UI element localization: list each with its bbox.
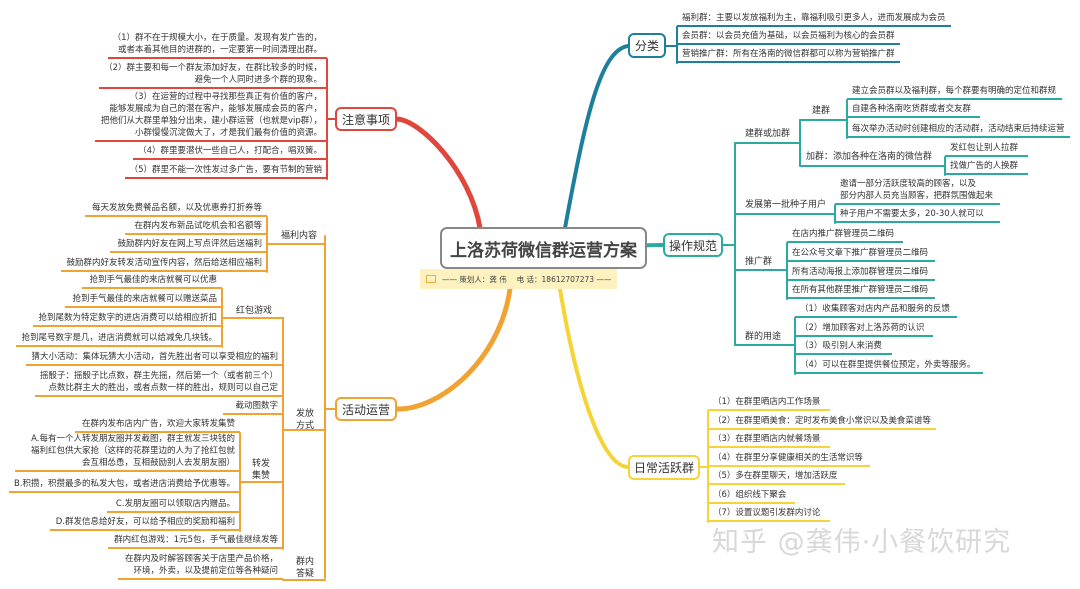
- label-promote-group[interactable]: 推广群: [745, 257, 773, 267]
- label-build-group[interactable]: 建群: [812, 106, 831, 116]
- branch-item[interactable]: （4）可以在群里提供餐位预定，外卖等服务。: [795, 359, 983, 374]
- branch-item[interactable]: 自建各种洛南吃货群或者交友群: [847, 103, 980, 118]
- branch-item[interactable]: （3）吸引别人来消费: [795, 340, 892, 355]
- branch-item[interactable]: 营销推广群：所有在洛南的微信群都可以称为营销推广群: [677, 48, 900, 63]
- connector: [221, 317, 284, 367]
- branch-item[interactable]: （7）设置议题引发群内讨论: [708, 507, 830, 522]
- connector: [558, 287, 630, 469]
- branch-item[interactable]: 抢到手气最佳的来店就餐可以赠送菜品: [65, 293, 222, 308]
- watermark: 知乎 @龚伟·小餐饮研究: [712, 527, 1012, 558]
- branch-item[interactable]: （1）群不在于规模大小，在于质量。发现有发广告的， 或者本着其他目的进群的，一定…: [107, 32, 327, 59]
- branch-item[interactable]: 在店内推广群管理员二维码: [787, 228, 903, 243]
- branch-item[interactable]: （4）群里要潜伏一些自己人，打配合，唱双簧。: [133, 145, 327, 160]
- branch-item[interactable]: （2）群主要和每一个群友添加好友，在群比较多的时候， 避免一个人同时进多个群的现…: [99, 62, 327, 89]
- label-group-qa[interactable]: 群内 答疑: [296, 557, 315, 579]
- label-redpacket-game[interactable]: 红包游戏: [236, 306, 273, 316]
- topic-categories[interactable]: 分类: [628, 33, 666, 58]
- topic-daily-activity[interactable]: 日常活跃群: [628, 455, 700, 480]
- label-seed-users[interactable]: 发展第一批种子用户: [745, 200, 827, 210]
- branch-item[interactable]: 在公众号文章下推广群管理员二维码: [787, 247, 935, 262]
- branch-item[interactable]: 邀请一部分活跃度较高的顾客，以及 部分内部人员充当顾客，把群氛围做起来: [835, 178, 1000, 205]
- branch-item[interactable]: 发红包让别人拉群: [945, 142, 1028, 157]
- branch-item[interactable]: 抢到手气最佳的来店就餐可以优惠: [82, 274, 222, 289]
- branch-item[interactable]: （3）在群里晒店内就餐场景: [708, 433, 830, 448]
- branch-item[interactable]: （4）在群里分享健康相关的生活常识等: [708, 452, 870, 467]
- branch-item[interactable]: 截动图数字: [223, 400, 283, 415]
- label-join-group[interactable]: 加群：添加各种在洛南的微信群: [806, 152, 933, 162]
- planner-note: —— 策划人：龚 伟 电 话：18612707273 ——: [420, 269, 618, 289]
- branch-item[interactable]: 群内红包游戏：1元5包，手气最佳继续发等: [108, 534, 283, 549]
- branch-item[interactable]: C.发朋友圈可以领取店内赠品。: [107, 498, 240, 513]
- branch-item[interactable]: （6）组织线下聚会: [708, 489, 795, 504]
- branch-item[interactable]: （5）多在群里聊天，增加活跃度: [708, 470, 845, 485]
- connector: [394, 286, 513, 412]
- branch-item[interactable]: 会员群：以会员充值为基础，以会员福利为核心的会员群: [677, 30, 900, 45]
- central-topic[interactable]: 上洛苏荷微信群运营方案: [440, 227, 647, 269]
- branch-item[interactable]: 在所有其他群里推广群管理员二维码: [787, 284, 935, 299]
- label-distribution-method[interactable]: 发放 方式: [296, 409, 315, 431]
- connector: [563, 44, 630, 230]
- branch-item[interactable]: 摇骰子：摇骰子比点数，群主先摇，然后第一个（或者前三个） 点数比群主大的胜出，或…: [34, 370, 283, 397]
- branch-item[interactable]: 抢到尾数为特定数字的进店消费可以给相应折扣: [33, 312, 222, 327]
- branch-item[interactable]: 每天发放免费餐品名额，以及优惠券打折券等: [85, 202, 267, 217]
- topic-notes[interactable]: 注意事项: [335, 107, 397, 131]
- branch-item[interactable]: 鼓励群内好友转发活动宣传内容，然后给送相应福利: [61, 257, 267, 272]
- branch-item[interactable]: 种子用户不需要太多，20-30人就可以: [835, 208, 1000, 223]
- topic-activities[interactable]: 活动运营: [335, 397, 397, 421]
- branch-item[interactable]: （1）在群里晒店内工作场景: [708, 396, 830, 411]
- label-welfare-content[interactable]: 福利内容: [281, 231, 318, 241]
- branch-item[interactable]: 所有活动海报上添加群管理员二维码: [787, 266, 935, 281]
- topic-operations[interactable]: 操作规范: [663, 233, 723, 257]
- branch-item[interactable]: 每次举办活动时创建相应的活动群，活动结束后持续运营: [847, 123, 1070, 138]
- branch-item[interactable]: （5）群里不能一次性发过多广告，要有节制的营销: [124, 164, 327, 179]
- label-build-or-join[interactable]: 建群或加群: [745, 129, 791, 139]
- branch-item[interactable]: 建立会员群以及福利群，每个群要有明确的定位和群规: [847, 85, 1062, 100]
- branch-item[interactable]: （3）在运营的过程中寻找那些真正有价值的客户， 能够发展成为自己的潜在客户，能够…: [95, 91, 327, 142]
- branch-item[interactable]: 在群内发布新品试吃机会和名额等: [125, 220, 267, 235]
- note-icon: [426, 275, 436, 283]
- branch-item[interactable]: （2）在群里晒美食：定时发布美食小常识以及美食菜谱等: [708, 415, 936, 430]
- branch-item[interactable]: （2）增加顾客对上洛苏荷的认识: [795, 322, 933, 337]
- branch-item[interactable]: B.积攒，积攒最多的私发大包，或者进店消费给予优惠等。: [8, 478, 240, 493]
- branch-item[interactable]: 福利群：主要以发放福利为主，靠福利吸引更多人，进而发展成为会员: [677, 12, 951, 27]
- branch-item[interactable]: 在群内及时解答顾客关于店里产品价格， 环境，外卖，以及提前定位等各种疑问: [118, 553, 283, 580]
- branch-item[interactable]: D.群发信息给好友，可以给予相应的奖励和福利: [50, 516, 240, 531]
- branch-item[interactable]: （1）收集顾客对店内产品和服务的反馈: [795, 303, 957, 318]
- connector: [394, 116, 483, 231]
- planner-contact: —— 策划人：龚 伟 电 话：18612707273 ——: [442, 274, 612, 284]
- branch-item[interactable]: 鼓励群内好友在网上写点评然后送福利: [110, 238, 267, 253]
- branch-item[interactable]: A.每有一个人转发朋友圈并发截图，群主就发三块钱的 福利红包供大家抢（这样的花群…: [15, 433, 240, 472]
- branch-item[interactable]: 抢到尾号数字是几，进店消费就可以给减免几块钱。: [16, 332, 222, 347]
- label-group-usage[interactable]: 群的用途: [745, 332, 782, 342]
- label-forward-likes[interactable]: 转发 集赞: [252, 459, 271, 481]
- branch-item[interactable]: 在群内发布店内广告，欢迎大家转发集赞: [75, 418, 240, 433]
- branch-item[interactable]: 找做广告的人换群: [945, 160, 1028, 175]
- branch-item[interactable]: 猜大小活动：集体玩猜大小活动，首先胜出者可以享受相应的福利: [26, 351, 283, 366]
